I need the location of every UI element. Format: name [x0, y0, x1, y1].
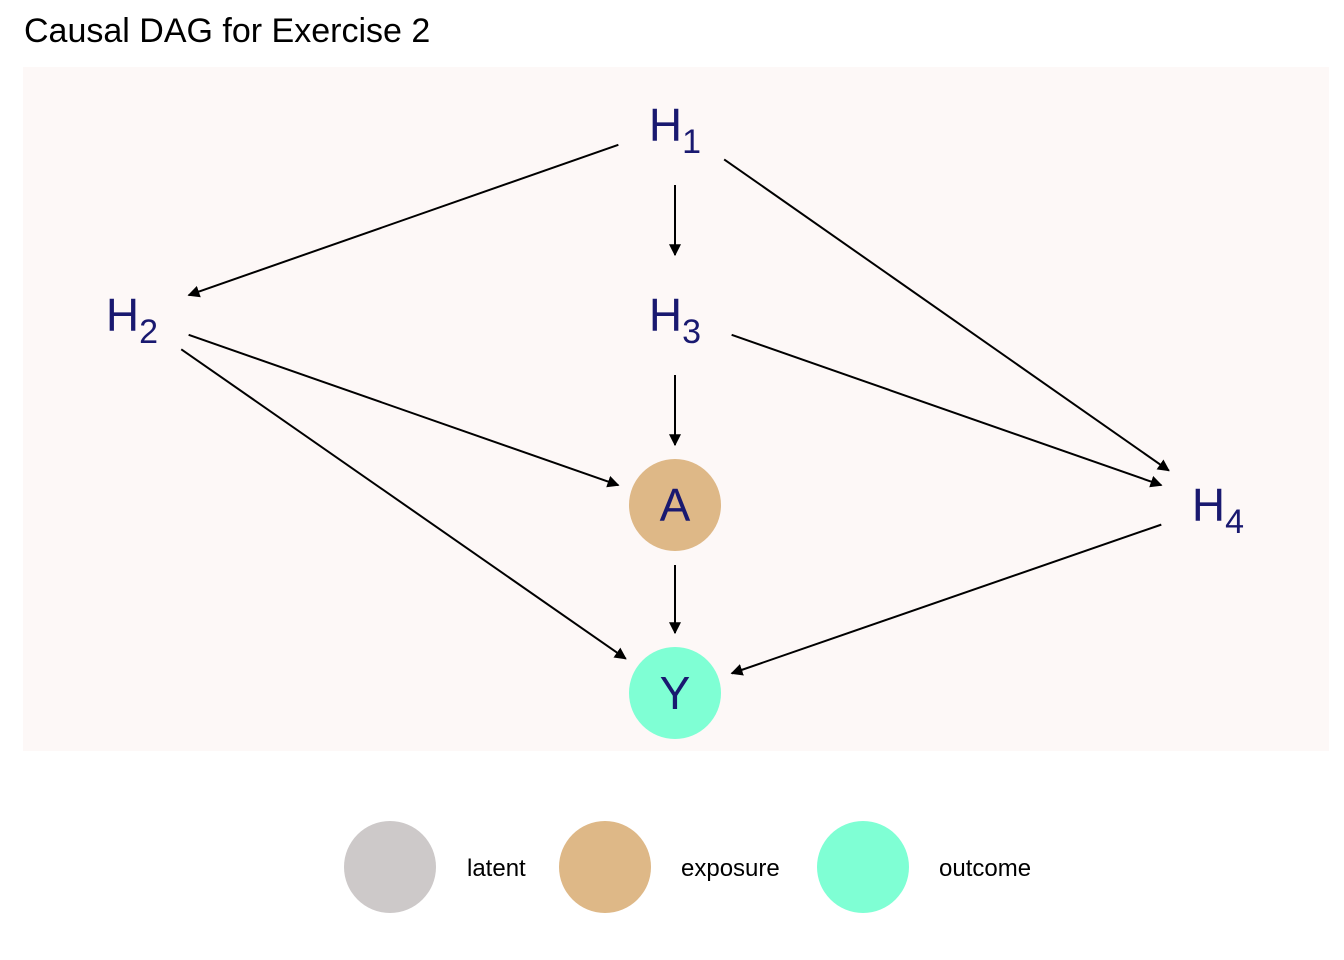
- legend-label-latent: latent: [467, 855, 526, 882]
- legend-label-exposure: exposure: [681, 855, 780, 882]
- node-h2: H2: [106, 289, 158, 351]
- edges-layer: [180, 143, 1170, 676]
- node-h3-label-base: H: [649, 289, 682, 341]
- node-y-circle: [629, 647, 721, 739]
- node-h4-label-subscript: 4: [1225, 503, 1244, 541]
- edge-h1-to-h4: [723, 158, 1170, 472]
- legend-label-outcome: outcome: [939, 855, 1031, 882]
- edge-h2-to-y: [180, 348, 627, 660]
- node-a-label-base: A: [660, 479, 691, 531]
- edge-h1-to-h2: [187, 143, 619, 298]
- node-y-label: Y: [660, 667, 691, 719]
- node-h2-label-subscript: 2: [139, 313, 158, 351]
- edge-h3-to-h4: [731, 333, 1163, 488]
- legend-key-exposure: [559, 821, 651, 913]
- node-h3: H3: [649, 289, 701, 351]
- node-h3-label-subscript: 3: [682, 313, 701, 351]
- node-a-circle: [629, 459, 721, 551]
- node-y: Y: [629, 647, 721, 739]
- edge-h2-to-a: [188, 333, 620, 488]
- node-h1-label: H1: [649, 99, 701, 161]
- node-h1-label-subscript: 1: [682, 123, 701, 161]
- legend-key-latent: [344, 821, 436, 913]
- node-a-label: A: [660, 479, 691, 531]
- legend-key-outcome: [817, 821, 909, 913]
- edge-h4-to-y: [730, 523, 1162, 676]
- diagram-title: Causal DAG for Exercise 2: [24, 12, 431, 50]
- node-y-label-base: Y: [660, 667, 691, 719]
- node-a: A: [629, 459, 721, 551]
- legend: latent exposure outcome: [344, 821, 1031, 913]
- node-h1: H1: [649, 99, 701, 161]
- node-h4-label-base: H: [1192, 479, 1225, 531]
- node-h2-label-base: H: [106, 289, 139, 341]
- node-h3-label: H3: [649, 289, 701, 351]
- node-h1-label-base: H: [649, 99, 682, 151]
- node-h4-label: H4: [1192, 479, 1244, 541]
- node-h4: H4: [1192, 479, 1244, 541]
- node-h2-label: H2: [106, 289, 158, 351]
